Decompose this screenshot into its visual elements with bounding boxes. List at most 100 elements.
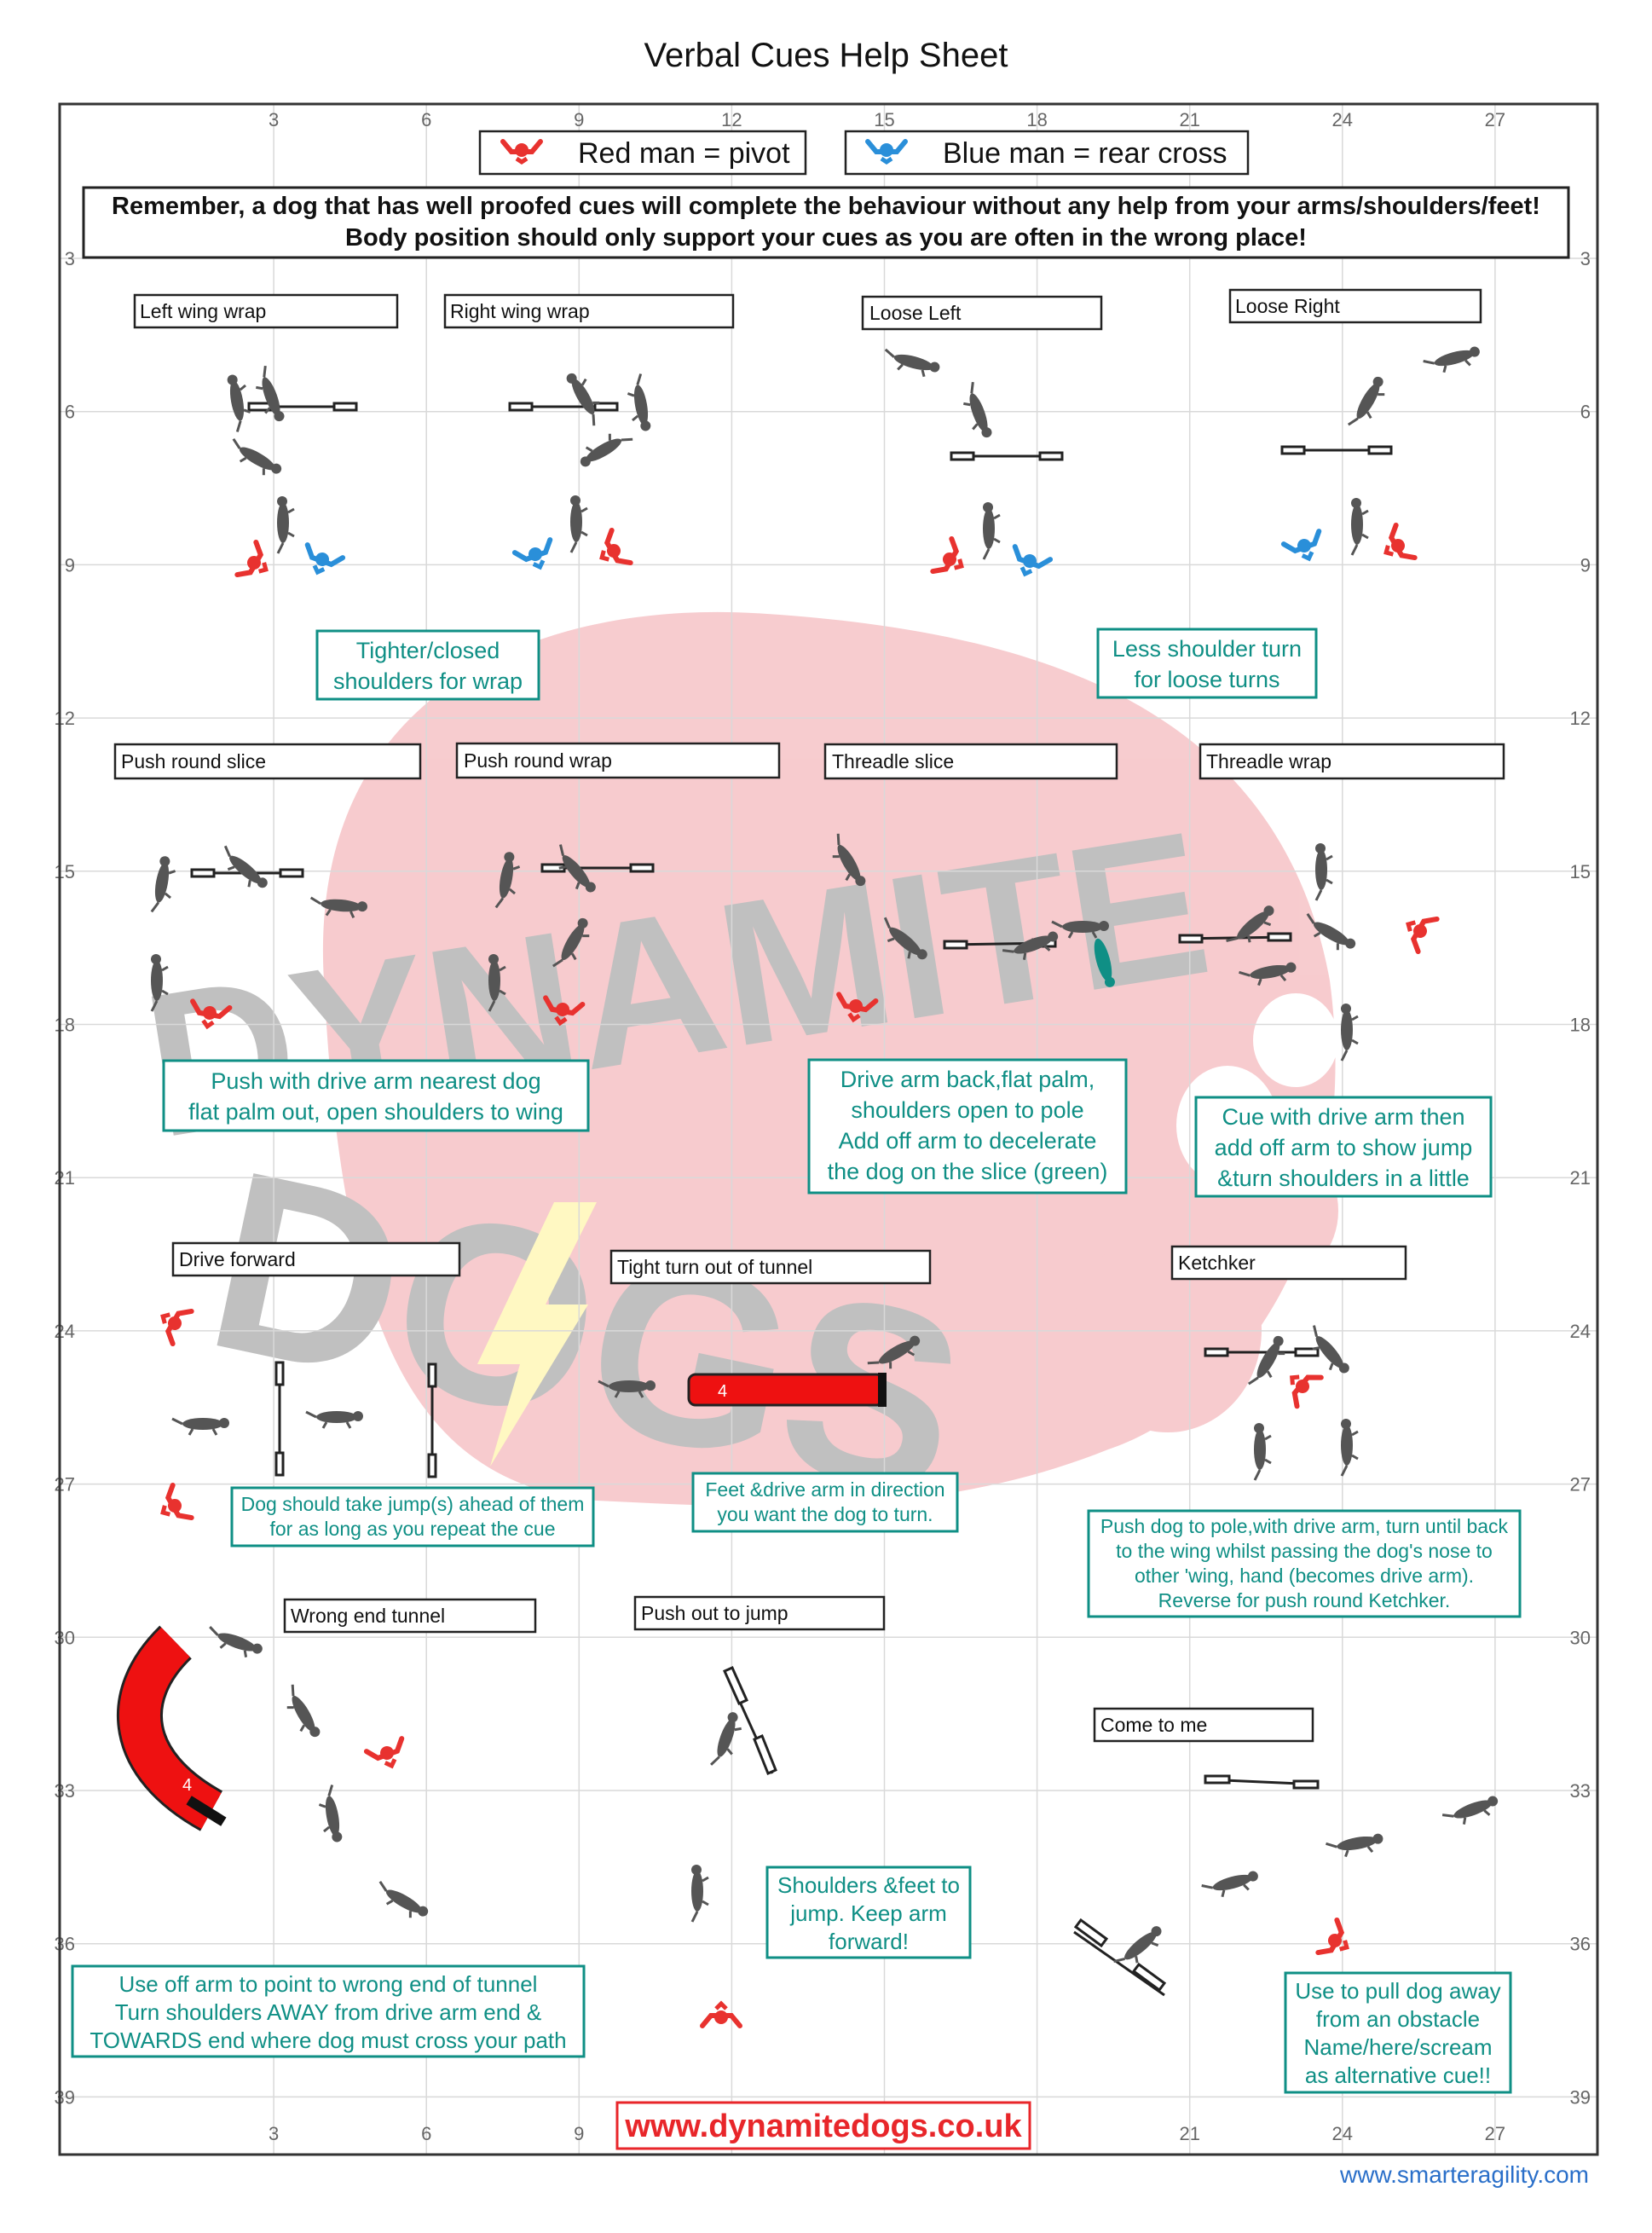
note-line: Reverse for push round Ketchker. bbox=[1158, 1589, 1451, 1611]
y-tick-label-right: 15 bbox=[1570, 861, 1591, 882]
handler-pivot-icon bbox=[836, 992, 879, 1023]
dog-icon bbox=[1350, 498, 1369, 556]
note-line: other 'wing, hand (becomes drive arm). bbox=[1135, 1565, 1474, 1587]
plot-frame bbox=[58, 102, 1599, 2156]
dog-icon bbox=[150, 856, 176, 913]
y-tick-label-left: 33 bbox=[55, 1780, 75, 1802]
footer-credit[interactable]: www.smarteragility.com bbox=[1339, 2161, 1589, 2188]
dog-icon bbox=[884, 348, 940, 378]
dog-icon bbox=[276, 496, 295, 554]
handler-pivot-icon bbox=[930, 535, 964, 575]
note-line: jump. Keep arm bbox=[789, 1900, 947, 1926]
label-text: Drive forward bbox=[179, 1248, 296, 1270]
dog-icon bbox=[690, 1865, 709, 1923]
label-come-to-me: Come to me bbox=[1093, 1707, 1314, 1743]
dog-icon bbox=[963, 381, 992, 438]
handler-pivot-icon bbox=[1315, 1917, 1349, 1956]
note-drive-arm-back: Drive arm back,flat palm, shoulders open… bbox=[807, 1058, 1128, 1195]
label-threadle-wrap: Threadle wrap bbox=[1199, 743, 1505, 780]
y-tick-label-right: 30 bbox=[1570, 1627, 1591, 1648]
dog-icon bbox=[232, 437, 282, 476]
label-text: Push out to jump bbox=[641, 1602, 788, 1624]
label-loose-left: Loose Left bbox=[861, 295, 1103, 331]
label-text: Tight turn out of tunnel bbox=[617, 1256, 812, 1278]
note-line: Push dog to pole,with drive arm, turn un… bbox=[1100, 1515, 1509, 1537]
label-text: Loose Right bbox=[1235, 295, 1340, 317]
tunnel-curved: 4 bbox=[116, 1625, 227, 1831]
dog-icon bbox=[1306, 912, 1356, 951]
x-tick-label-top: 3 bbox=[269, 109, 279, 130]
y-tick-label-left: 15 bbox=[55, 861, 75, 882]
note-line: for as long as you repeat the cue bbox=[270, 1518, 556, 1540]
footer-website[interactable]: www.dynamitedogs.co.uk bbox=[615, 2101, 1031, 2150]
note-line: forward! bbox=[829, 1929, 909, 1954]
handler-pivot-icon bbox=[190, 998, 233, 1030]
note-line: the dog on the slice (green) bbox=[828, 1159, 1108, 1184]
banner-line-1: Remember, a dog that has well proofed cu… bbox=[112, 193, 1540, 220]
y-tick-label-right: 24 bbox=[1570, 1321, 1591, 1342]
y-tick-label-left: 6 bbox=[65, 402, 75, 423]
note-line: Use to pull dog away bbox=[1295, 1978, 1500, 2004]
y-tick-label-left: 21 bbox=[55, 1167, 75, 1189]
legend: Red man = pivot Blue man = rear cross bbox=[478, 130, 1250, 176]
dog-icon bbox=[171, 1417, 229, 1436]
legend-blue-label: Blue man = rear cross bbox=[943, 137, 1227, 170]
dog-icon bbox=[1051, 920, 1109, 939]
handler-pivot-icon bbox=[160, 1482, 194, 1521]
legend-red-label: Red man = pivot bbox=[578, 137, 790, 170]
notes: Tighter/closed shoulders for wrap Less s… bbox=[71, 628, 1522, 2094]
dog-icon bbox=[867, 1335, 921, 1369]
dog-icon bbox=[558, 844, 596, 893]
dog-icon bbox=[1340, 1004, 1359, 1062]
dog-icon bbox=[150, 954, 169, 1012]
footer-website-text[interactable]: www.dynamitedogs.co.uk bbox=[624, 2109, 1022, 2144]
handler-rear-cross-icon bbox=[865, 139, 908, 165]
note-line: as alternative cue!! bbox=[1305, 2062, 1491, 2088]
handler-pivot-icon bbox=[543, 995, 586, 1027]
handler-pivot-icon bbox=[500, 139, 543, 165]
label-loose-right: Loose Right bbox=[1228, 288, 1482, 324]
note-wrong-end-tunnel: Use off arm to point to wrong end of tun… bbox=[71, 1964, 586, 2058]
jump-loose-left bbox=[950, 451, 1064, 461]
note-line: Cue with drive arm then bbox=[1222, 1104, 1464, 1130]
dog-icon bbox=[1113, 1926, 1162, 1964]
jump-push-out bbox=[723, 1666, 777, 1776]
dog-icon bbox=[1326, 1833, 1383, 1858]
label-push-round-wrap: Push round wrap bbox=[455, 742, 781, 779]
x-tick-label-bottom: 27 bbox=[1485, 2123, 1505, 2144]
label-text: Ketchker bbox=[1178, 1252, 1256, 1274]
label-text: Push round wrap bbox=[464, 749, 612, 772]
y-tick-label-left: 24 bbox=[55, 1321, 75, 1342]
jump-come-to-me bbox=[1204, 1774, 1320, 1790]
note-line: &turn shoulders in a little bbox=[1217, 1166, 1470, 1191]
jump-drive-forward-2 bbox=[427, 1362, 437, 1478]
dog-icon bbox=[982, 502, 1001, 560]
note-line: to the wing whilst passing the dog's nos… bbox=[1116, 1540, 1493, 1562]
dog-icon bbox=[378, 1880, 429, 1918]
tunnel-number: 4 bbox=[718, 1382, 727, 1401]
legend-blue-box bbox=[844, 130, 1250, 176]
dog-icon bbox=[1423, 346, 1480, 373]
note-line: Add off arm to decelerate bbox=[839, 1128, 1097, 1154]
note-shoulders-feet-jump: Shoulders &feet to jump. Keep arm forwar… bbox=[765, 1866, 972, 1959]
label-tight-turn-tunnel: Tight turn out of tunnel bbox=[609, 1249, 932, 1285]
dog-icon bbox=[1002, 931, 1059, 960]
y-tick-label-left: 39 bbox=[55, 2086, 75, 2108]
jump-drive-forward-1 bbox=[274, 1361, 285, 1477]
x-tick-label-top: 12 bbox=[721, 109, 742, 130]
y-tick-label-left: 18 bbox=[55, 1015, 75, 1036]
x-tick-label-bottom: 6 bbox=[421, 2123, 431, 2144]
y-tick-label-right: 9 bbox=[1580, 554, 1591, 576]
dog-icon bbox=[305, 1410, 363, 1429]
y-tick-label-right: 3 bbox=[1580, 248, 1591, 269]
x-tick-label-top: 15 bbox=[874, 109, 894, 130]
dog-icon bbox=[883, 917, 927, 960]
dog-icon bbox=[318, 1785, 343, 1843]
handler-rear-cross-icon bbox=[1280, 529, 1322, 562]
y-tick-label-right: 18 bbox=[1570, 1015, 1591, 1036]
note-line: TOWARDS end where dog must cross your pa… bbox=[90, 2028, 566, 2053]
note-line: Dog should take jump(s) ahead of them bbox=[241, 1493, 585, 1515]
label-right-wing-wrap: Right wing wrap bbox=[443, 293, 735, 329]
